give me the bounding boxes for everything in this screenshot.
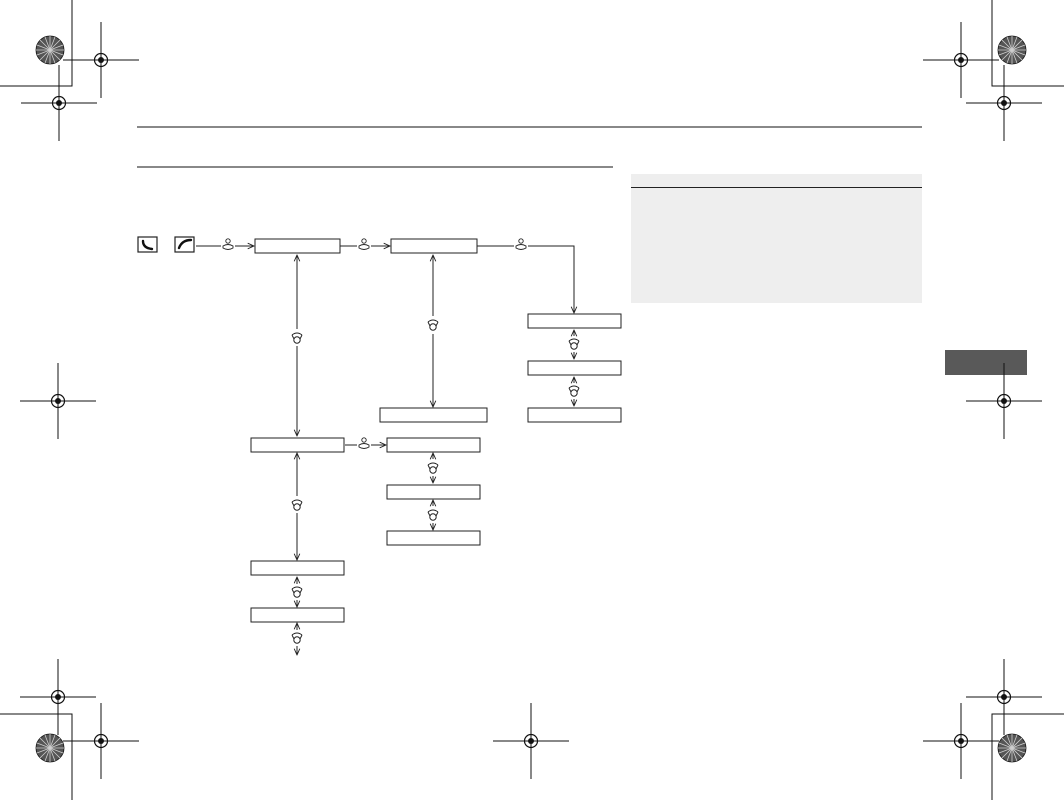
flow-box-b-item-2 — [527, 360, 622, 376]
registration-crosshair-icon — [922, 702, 1000, 780]
registration-crosshair-icon — [492, 702, 570, 780]
flow-box-item2-sub-1 — [386, 437, 481, 453]
registration-crosshair-icon — [19, 658, 97, 736]
hangup-icon — [174, 236, 195, 253]
sidebar-note-rule — [631, 187, 922, 188]
flow-box-main-item-3 — [250, 560, 345, 576]
talk-button-icon — [358, 238, 370, 250]
sidebar-note-panel — [631, 174, 922, 303]
scroll-knob-icon — [427, 462, 439, 474]
registration-crosshair-icon — [62, 702, 140, 780]
flow-connectors — [196, 246, 574, 655]
scroll-knob-icon — [291, 586, 303, 598]
flow-box-b-item-3 — [527, 407, 622, 423]
registration-starburst-icon — [35, 35, 65, 65]
flow-box-item2-sub-2 — [386, 484, 481, 500]
flow-box-submenu-a — [390, 238, 478, 254]
registration-crosshair-icon — [20, 64, 98, 142]
talk-button-icon — [358, 437, 370, 449]
scroll-knob-icon — [568, 338, 580, 350]
registration-crosshair-icon — [965, 362, 1043, 440]
registration-starburst-icon — [997, 733, 1027, 763]
flow-box-item2-sub-3 — [386, 530, 481, 546]
flow-box-main-item-2 — [250, 437, 345, 453]
registration-crosshair-icon — [965, 658, 1043, 736]
registration-starburst-icon — [35, 733, 65, 763]
registration-crosshair-icon — [62, 21, 140, 99]
registration-crosshair-icon — [19, 362, 97, 440]
scroll-knob-icon — [568, 385, 580, 397]
flow-box-main-menu — [254, 238, 341, 254]
registration-crosshair-icon — [965, 64, 1043, 142]
flow-box-b-item-1 — [527, 313, 622, 329]
scroll-knob-icon — [291, 632, 303, 644]
scroll-knob-icon — [291, 332, 303, 344]
talk-button-icon — [515, 238, 527, 250]
flow-box-main-item-4 — [250, 607, 345, 623]
registration-starburst-icon — [997, 35, 1027, 65]
registration-crosshair-icon — [922, 21, 1000, 99]
phone-icon — [137, 236, 158, 253]
scroll-knob-icon — [427, 319, 439, 331]
scroll-knob-icon — [291, 499, 303, 511]
scroll-knob-icon — [427, 509, 439, 521]
flow-box-a-item — [379, 407, 488, 423]
talk-button-icon — [222, 238, 234, 250]
section-index-tab — [945, 350, 1027, 375]
